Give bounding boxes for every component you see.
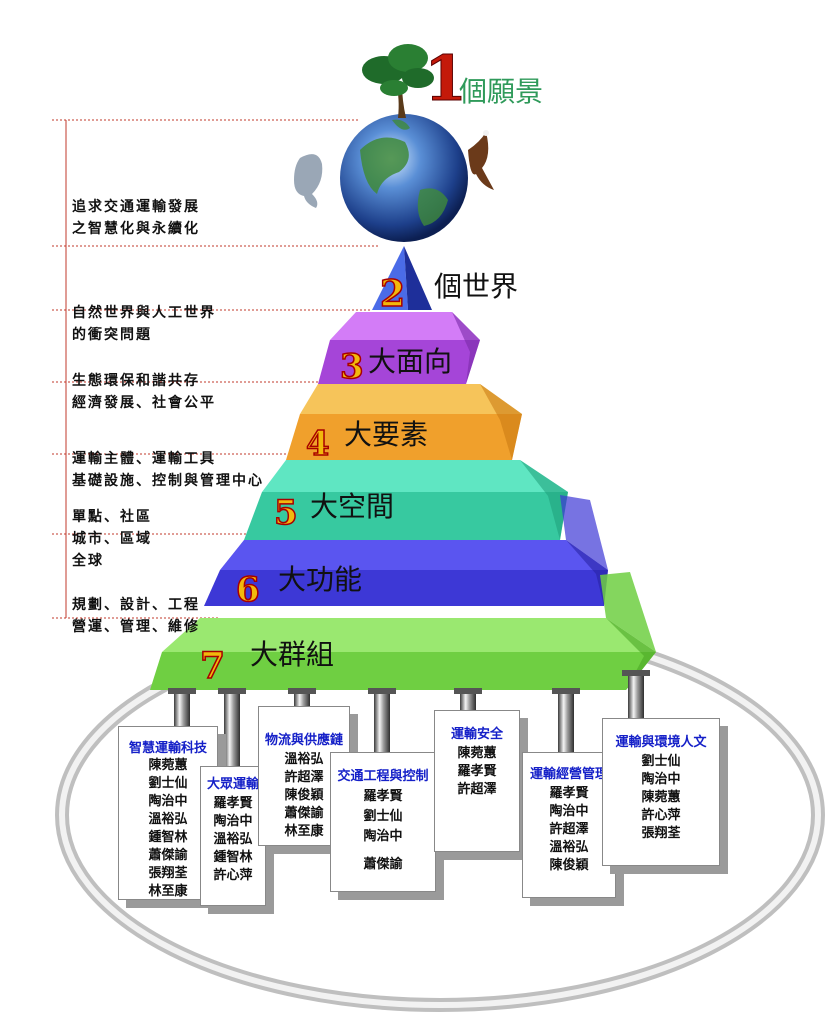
eagle-illustration: [468, 130, 494, 190]
group-title: 運輸經營管理: [529, 767, 608, 782]
description-aspects: 生態環保和諧共存經濟發展、社會公平: [72, 373, 216, 411]
group-title: 交通工程與控制: [337, 769, 429, 784]
tier-6-number: 6: [236, 570, 260, 610]
tier-5-title: 大空間: [310, 490, 394, 523]
description-spaces: 單點、社區城市、區域全球: [72, 509, 152, 569]
vision-heading: 1 個願景: [424, 42, 544, 116]
tier-7-title: 大群組: [250, 638, 334, 671]
tier-5-spaces: 5 大空間: [244, 460, 568, 540]
tier-4-title: 大要素: [344, 418, 428, 451]
group-title: 物流與供應鏈: [264, 733, 343, 748]
group-members: 陳菀蕙羅孝賢許超澤: [457, 746, 497, 797]
group-box-transport-environment: 運輸與環境人文 劉士仙陶治中陳菀蕙 許心萍張翔荃: [602, 718, 720, 866]
description-functions: 規劃、設計、工程營運、管理、維修: [72, 597, 200, 635]
group-box-traffic-engineering: 交通工程與控制 羅孝賢劉士仙 陶治中蕭傑諭: [330, 752, 436, 892]
description-vision: 追求交通運輸發展之智慧化與永續化: [72, 199, 200, 237]
vision-number: 1: [424, 42, 467, 115]
column-7: [622, 670, 650, 718]
column-5: [454, 688, 482, 710]
dolphin-illustration: [294, 154, 323, 208]
pillar-columns: [168, 670, 650, 768]
tree-illustration: [362, 44, 434, 118]
tier-3-aspects: 3 大面向: [318, 312, 480, 388]
group-title: 智慧運輸科技: [128, 741, 207, 756]
group-members: 陳菀蕙劉士仙陶治中溫裕弘 鍾智林蕭傑諭張翔荃林至康: [148, 758, 188, 899]
group-box-public-transport: 大眾運輸 羅孝賢陶治中溫裕弘 鍾智林許心萍: [200, 766, 266, 906]
vision-title: 個願景: [459, 75, 543, 108]
tier-2-world: 2 個世界: [372, 246, 518, 316]
tier-7-groups: 7 大群組: [150, 572, 656, 690]
group-box-transport-management: 運輸經營管理 羅孝賢陶治中許超澤 溫裕弘陳俊穎: [522, 752, 616, 898]
guide-lines: [52, 119, 380, 619]
description-world: 自然世界與人工世界的衝突問題: [72, 305, 216, 343]
tier-4-number: 4: [306, 424, 330, 464]
tier-7-number: 7: [200, 645, 225, 687]
group-title: 運輸與環境人文: [615, 735, 707, 750]
column-4: [368, 688, 396, 752]
group-members: 羅孝賢陶治中許超澤 溫裕弘陳俊穎: [549, 786, 589, 873]
tier-4-elements: 4 大要素: [286, 384, 522, 465]
tier-3-number: 3: [340, 347, 364, 387]
tier-6-title: 大功能: [278, 563, 362, 596]
column-6: [552, 688, 580, 752]
tier-3-title: 大面向: [368, 345, 452, 378]
group-members: 羅孝賢陶治中溫裕弘 鍾智林許心萍: [213, 796, 253, 883]
column-2: [218, 688, 246, 768]
group-members: 溫裕弘許超澤陳俊穎 蕭傑諭林至康: [284, 752, 324, 839]
group-title: 運輸安全: [450, 727, 503, 742]
column-1: [168, 688, 196, 726]
column-3: [288, 688, 316, 708]
tier-5-number: 5: [274, 493, 298, 533]
group-box-transport-safety: 運輸安全 陳菀蕙羅孝賢許超澤: [434, 710, 520, 852]
group-members: 羅孝賢劉士仙 陶治中蕭傑諭: [363, 789, 403, 872]
tier-2-title: 個世界: [434, 270, 518, 303]
description-elements: 運輸主體、運輸工具基礎設施、控制與管理中心: [72, 451, 264, 489]
globe-illustration: [340, 114, 468, 242]
group-title: 大眾運輸: [206, 777, 259, 792]
group-members: 劉士仙陶治中陳菀蕙 許心萍張翔荃: [641, 754, 681, 841]
tier-2-number: 2: [380, 273, 405, 315]
